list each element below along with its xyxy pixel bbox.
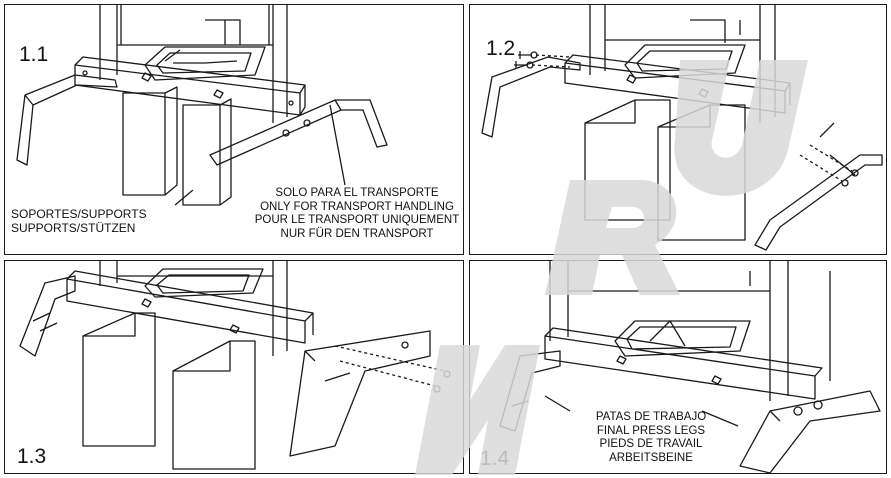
panel-step-1-1: 1.1 SOPORTES/SUPPORTS SUPPORTS/STÜTZEN S… — [4, 4, 464, 255]
panel-step-1-4: 1.4 PATAS DE TRABAJO FINAL PRESS LEGS PI… — [469, 260, 887, 474]
panel-step-1-2: 1.2 — [469, 4, 887, 255]
step-1-1-illustration — [16, 5, 388, 206]
step-1-4-illustration — [499, 261, 881, 473]
step-number: 1.4 — [480, 447, 510, 470]
panel-step-1-3: 1.3 — [4, 260, 464, 474]
step-1-2-illustration — [481, 5, 883, 251]
transport-caption: SOLO PARA EL TRANSPORTE ONLY FOR TRANSPO… — [254, 187, 460, 240]
legs-caption: PATAS DE TRABAJO FINAL PRESS LEGS PIEDS … — [595, 411, 707, 464]
step-number: 1.2 — [486, 37, 516, 60]
supports-caption: SOPORTES/SUPPORTS SUPPORTS/STÜTZEN — [11, 207, 147, 235]
step-number: 1.3 — [17, 445, 47, 468]
step-1-3-illustration — [19, 261, 451, 470]
step-number: 1.1 — [19, 43, 49, 66]
